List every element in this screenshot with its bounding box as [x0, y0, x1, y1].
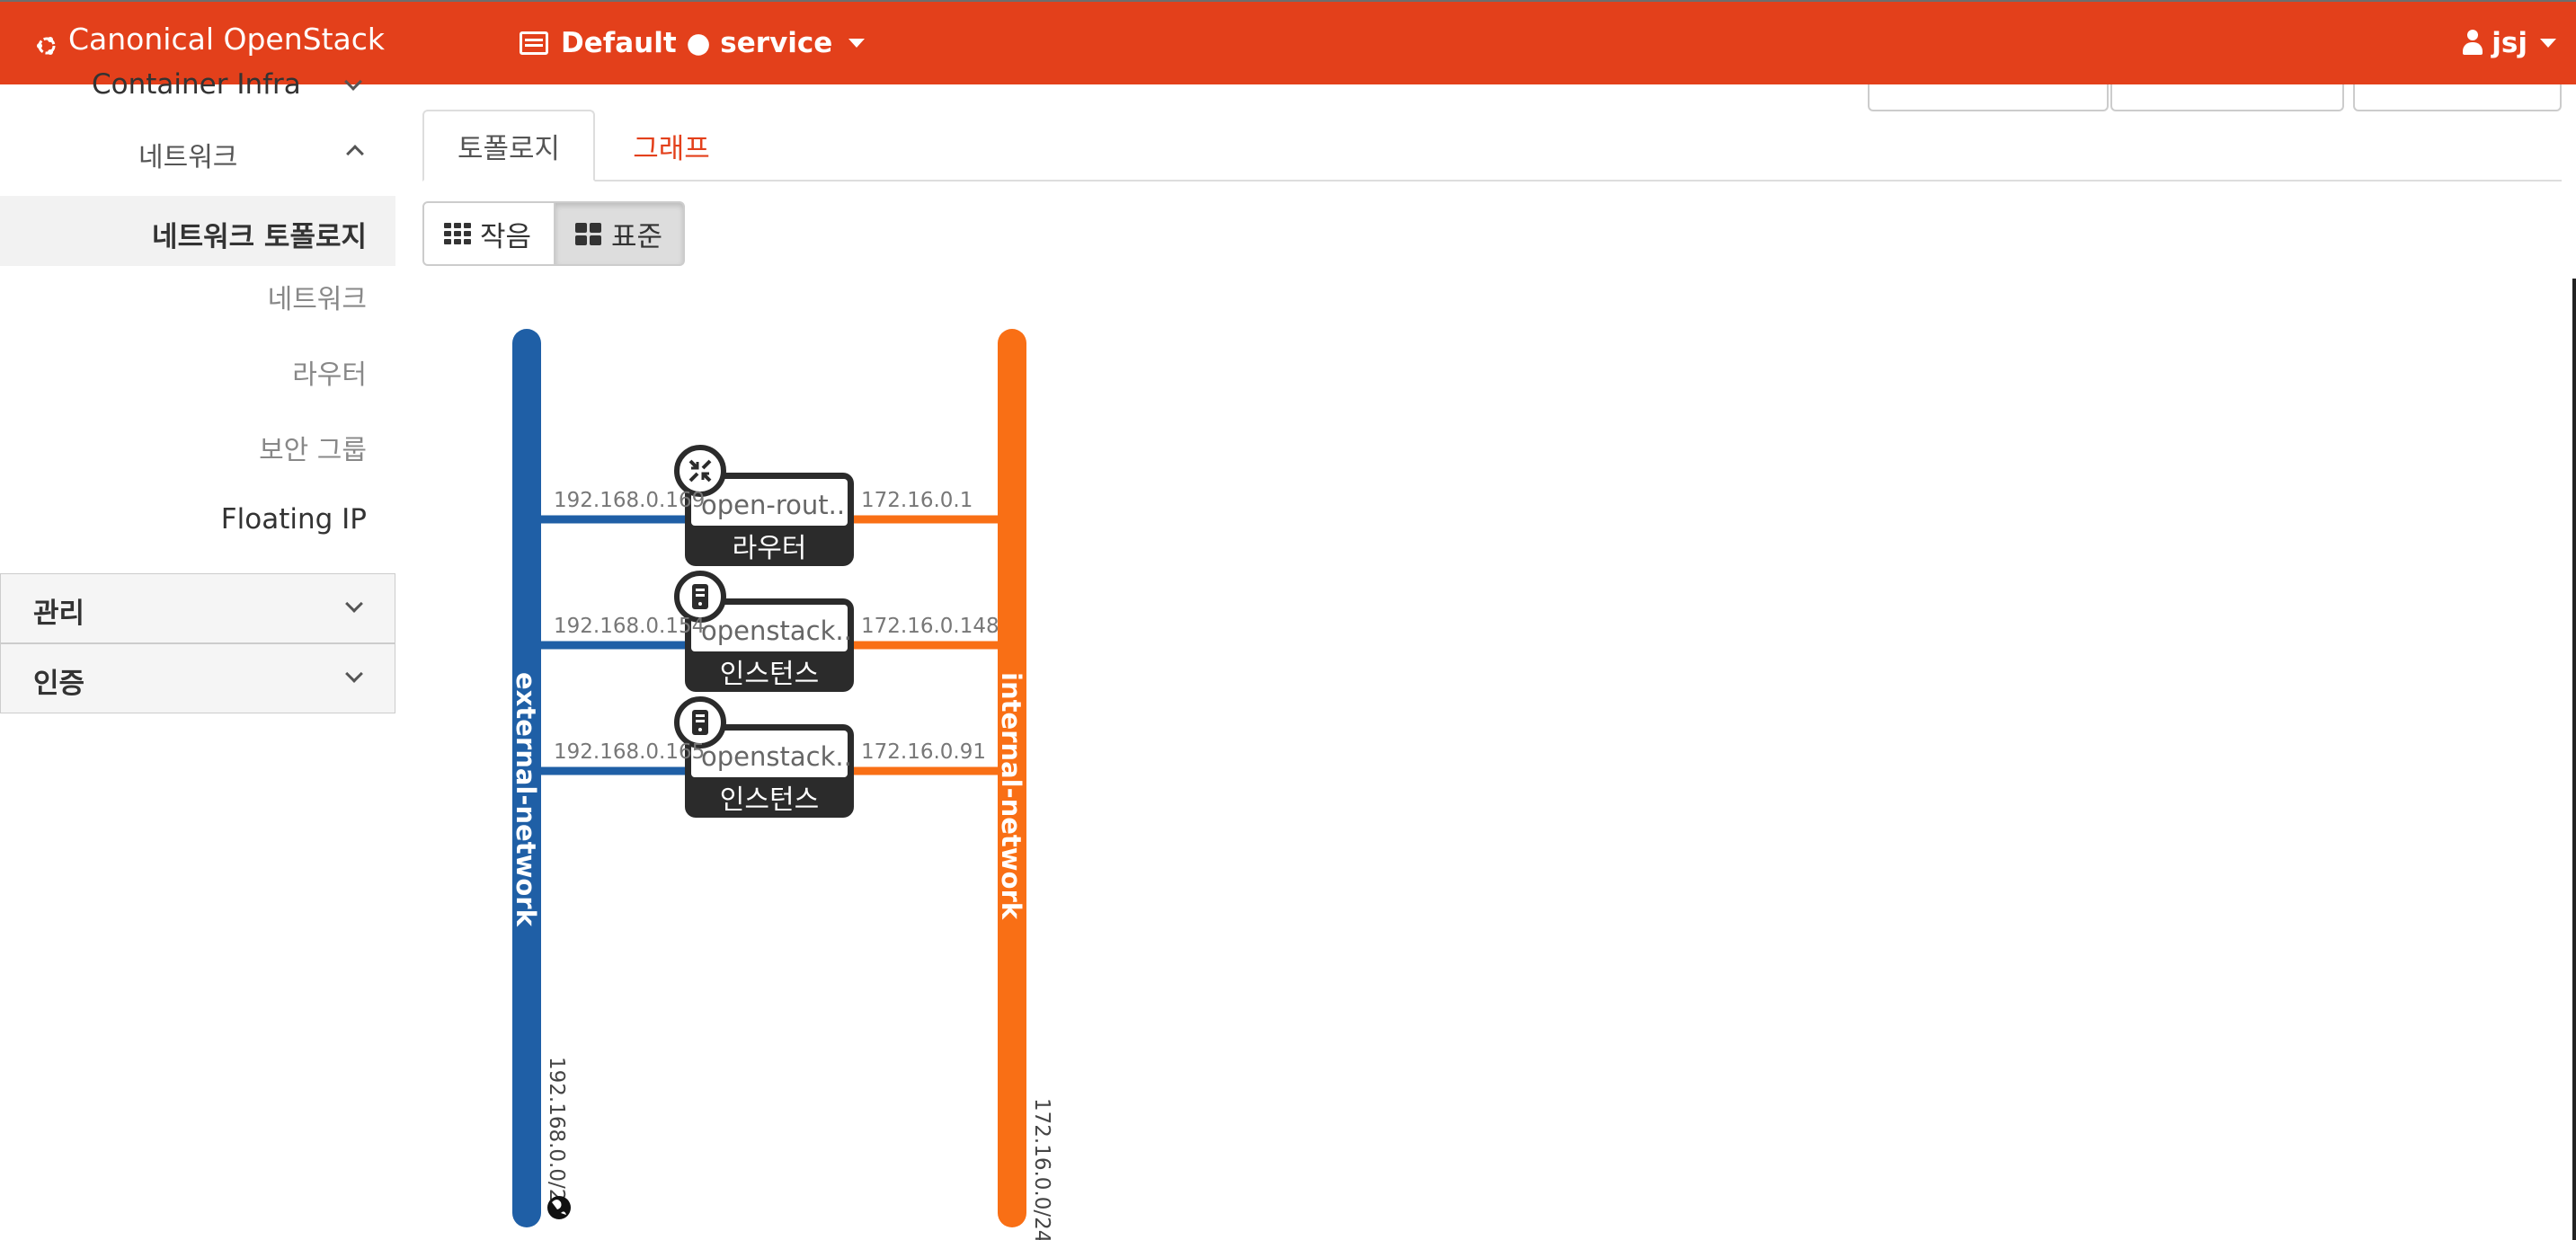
server-icon: [674, 696, 726, 748]
sidebar-item-networks[interactable]: 네트워크: [0, 277, 395, 331]
sidebar-item-label: 라우터: [292, 359, 367, 391]
chevron-down-icon: [848, 39, 866, 48]
sidebar-item-container-infra[interactable]: Container Infra: [92, 68, 301, 101]
tab-label: 토폴로지: [457, 132, 561, 165]
sidebar-section-label: 관리: [33, 598, 85, 630]
device-name: openstack..: [701, 616, 852, 646]
instance-node[interactable]: openstack.. 인스턴스: [674, 571, 854, 692]
network-cidr: 172.16.0.0/24: [1030, 1098, 1053, 1240]
device-type: 인스턴스: [720, 659, 819, 690]
sidebar-item-label: Floating IP: [220, 503, 367, 536]
sidebar-group-label: 네트워크: [138, 142, 238, 173]
button-label: 작음: [480, 220, 532, 253]
external-ip-label: 192.168.0.169: [554, 489, 705, 512]
user-menu[interactable]: jsj: [2463, 27, 2556, 59]
sidebar-item-label: 네트워크: [267, 284, 367, 315]
router-node[interactable]: open-rout.. 라우터: [674, 445, 854, 566]
instance-node[interactable]: openstack.. 인스턴스: [674, 696, 854, 818]
button-label: 표준: [611, 220, 663, 253]
device-name: openstack..: [701, 741, 852, 772]
sidebar-group-network[interactable]: 네트워크: [0, 135, 395, 189]
tab-graph[interactable]: 그래프: [595, 110, 748, 182]
tab-topology[interactable]: 토폴로지: [422, 110, 595, 182]
sidebar-item-label: 보안 그룹: [259, 435, 367, 466]
device-type: 인스턴스: [720, 784, 819, 816]
internal-ip-label: 172.16.0.148: [861, 615, 999, 638]
sidebar-section-identity[interactable]: 인증: [0, 643, 395, 713]
grid-large-icon: [575, 223, 602, 245]
user-name: jsj: [2492, 27, 2527, 59]
device-type: 라우터: [733, 533, 807, 564]
canonical-logo-icon: [36, 29, 58, 55]
external-ip-label: 192.168.0.154: [554, 615, 705, 638]
normal-view-button[interactable]: 표준: [555, 201, 685, 266]
external-ip-label: 192.168.0.165: [554, 740, 705, 764]
brand-name: Canonical OpenStack: [68, 22, 385, 57]
sidebar: Container Infra 네트워크 네트워크 토폴로지 네트워크 라우터 …: [0, 68, 395, 1240]
grid-small-icon: [444, 223, 471, 244]
view-size-toggle: 작음 표준: [422, 201, 685, 266]
project-label: Default ● service: [561, 27, 833, 59]
brand[interactable]: Canonical OpenStack: [36, 22, 385, 57]
sidebar-item-routers[interactable]: 라우터: [0, 352, 395, 406]
router-icon: [674, 445, 726, 497]
server-icon: [674, 571, 726, 623]
globe-icon: [547, 1196, 571, 1219]
device-name: open-rout..: [701, 490, 845, 520]
internal-ip-label: 172.16.0.91: [861, 740, 986, 764]
network-cidr: 192.168.0.0/24: [545, 1057, 568, 1215]
tab-label: 그래프: [633, 132, 710, 165]
sidebar-item-network-topology[interactable]: 네트워크 토폴로지: [0, 196, 395, 266]
action-button[interactable]: [2353, 84, 2562, 111]
scrollbar[interactable]: [2572, 279, 2576, 1240]
chevron-down-icon: [2540, 39, 2556, 48]
sidebar-item-security-groups[interactable]: 보안 그룹: [0, 428, 395, 482]
tabs-divider: [422, 180, 2562, 182]
network-name: external-network: [511, 672, 541, 927]
sidebar-item-label: Container Infra: [92, 68, 301, 101]
project-selector[interactable]: Default ● service: [520, 27, 866, 59]
project-list-icon: [520, 31, 548, 55]
action-button[interactable]: [1868, 84, 2109, 111]
top-navbar: Canonical OpenStack Default ● service js…: [0, 0, 2576, 84]
internal-ip-label: 172.16.0.1: [861, 489, 973, 512]
external-network-bar[interactable]: external-network 192.168.0.0/24: [511, 329, 571, 1227]
action-button[interactable]: [2110, 84, 2344, 111]
sidebar-item-label: 네트워크 토폴로지: [152, 221, 367, 253]
sidebar-section-admin[interactable]: 관리: [0, 573, 395, 643]
network-name: internal-network: [996, 672, 1026, 920]
sidebar-section-label: 인증: [33, 668, 85, 700]
user-icon: [2463, 30, 2483, 57]
small-view-button[interactable]: 작음: [422, 201, 555, 266]
sidebar-item-floating-ip[interactable]: Floating IP: [0, 503, 395, 557]
internal-network-bar[interactable]: internal-network 172.16.0.0/24: [996, 329, 1053, 1240]
